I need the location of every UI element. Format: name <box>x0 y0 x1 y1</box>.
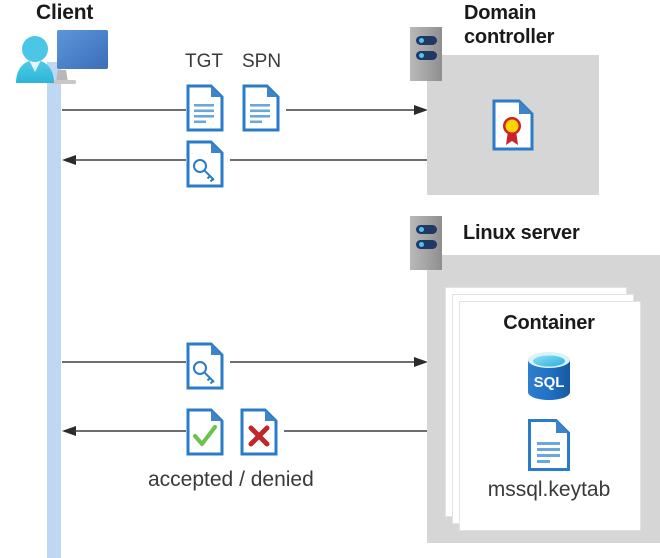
container-card-front <box>459 301 641 531</box>
domain-controller-title-line2: controller <box>464 26 555 48</box>
keytab-label: mssql.keytab <box>487 478 611 501</box>
flow-client-to-dc-arrow-right <box>286 105 428 115</box>
denied-cross-document-icon <box>240 408 278 456</box>
sql-database-icon: SQL <box>523 350 575 402</box>
domain-controller-title-line1: Domain <box>464 2 537 24</box>
flow-dc-to-client-line-right <box>230 159 428 161</box>
certificate-document-icon <box>492 99 534 151</box>
accepted-denied-label: accepted / denied <box>148 468 314 491</box>
ticket-key-document-icon <box>186 140 224 193</box>
flow-dc-to-client-arrow-left <box>62 155 186 165</box>
client-title: Client <box>36 1 94 24</box>
request-key-document-icon <box>186 342 224 390</box>
client-workstation-icon <box>8 25 108 87</box>
flow-client-to-linux-line-left <box>62 361 186 363</box>
linux-server-server-rack-icon <box>410 216 442 270</box>
client-lifeline <box>47 62 61 558</box>
accepted-check-document-icon <box>186 408 224 456</box>
tgt-document-icon <box>186 84 224 132</box>
domain-controller-server-rack-icon <box>410 27 442 81</box>
linux-server-title: Linux server <box>463 222 580 244</box>
keytab-document-icon <box>527 418 571 472</box>
container-title: Container <box>503 312 595 334</box>
flow-client-to-dc-line-left <box>62 109 186 111</box>
flow-linux-to-client-arrow-left <box>62 426 186 436</box>
flow-linux-to-client-line-right <box>284 430 428 432</box>
flow-client-to-linux-arrow-right <box>230 357 428 367</box>
sql-label: SQL <box>533 374 565 391</box>
spn-document-icon <box>242 84 280 132</box>
tgt-label: TGT <box>185 51 223 72</box>
spn-label: SPN <box>242 51 282 72</box>
